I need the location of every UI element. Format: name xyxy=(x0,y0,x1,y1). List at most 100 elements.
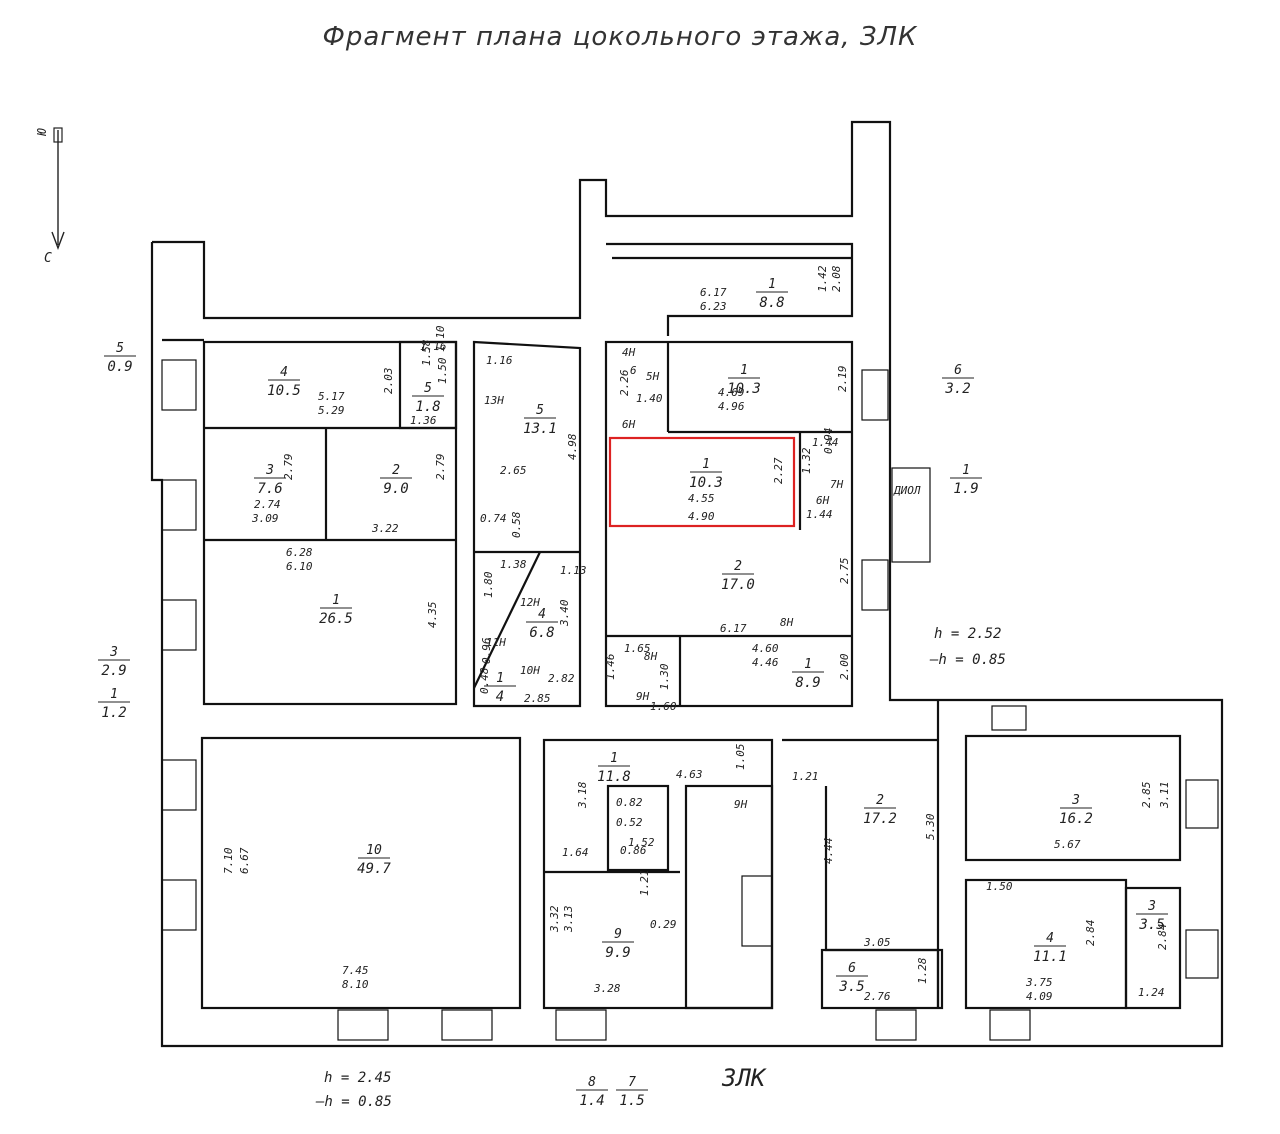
dimension-label: 2.84 xyxy=(1084,920,1097,947)
dimension-label: 2.79 xyxy=(434,454,447,481)
dimension-label: 2.82 xyxy=(548,672,575,685)
height-label-left: h = 2.45 xyxy=(324,1070,391,1086)
dimension-label: 2.08 xyxy=(830,265,843,292)
dimension-label: 4.90 xyxy=(688,510,715,523)
height-label-right: h = 2.52 xyxy=(934,626,1001,642)
dimension-label: 2.85 xyxy=(524,692,551,705)
dimension-label: 1.60 xyxy=(650,700,677,713)
dimension-label: 1.36 xyxy=(410,414,437,427)
room-area: 1.5 xyxy=(619,1093,644,1109)
dimension-label: 4.69 xyxy=(718,386,745,399)
room-area: 2.9 xyxy=(101,663,126,679)
room-label-r-6-low: 63.5 xyxy=(836,961,868,995)
room-label-r-5-corr: 513.1 xyxy=(523,403,557,437)
room-area: 1.8 xyxy=(415,399,440,415)
dimension-label: 0.58 xyxy=(510,511,523,538)
room-number: 1 xyxy=(610,751,618,766)
room-label-r-1-big: 126.5 xyxy=(319,593,353,627)
room-area: 4 xyxy=(496,689,504,705)
room-area: 49.7 xyxy=(357,861,391,877)
plan-title: Фрагмент плана цокольного этажа, ЗЛК xyxy=(322,22,918,52)
room-number: 4 xyxy=(538,607,546,622)
dimension-label: 1.24 xyxy=(1138,986,1165,999)
room-area: 11.8 xyxy=(597,769,631,785)
room-label-r-3-low: 316.2 xyxy=(1059,793,1093,827)
room-area: 8.8 xyxy=(759,295,784,311)
dimension-label: 1.40 xyxy=(636,392,663,405)
dimension-label: 3.05 xyxy=(863,936,891,949)
dimension-label: 2.00 xyxy=(838,653,851,680)
room-area: 6.8 xyxy=(529,625,554,641)
room-number: 3 xyxy=(265,463,274,478)
room-number: 2 xyxy=(876,793,884,808)
dimension-label: 3.75 xyxy=(1025,976,1053,989)
dimension-label: 6.23 xyxy=(700,300,727,313)
dimension-label: 1.13 xyxy=(560,564,587,577)
dimension-label: 5.29 xyxy=(318,404,345,417)
room-number: 4 xyxy=(280,365,288,380)
room-area: 3.5 xyxy=(838,979,864,995)
room-number: 9 xyxy=(614,927,622,942)
dimension-label: 1.32 xyxy=(800,447,813,474)
room-label-r-1-mid: 18.9 xyxy=(792,657,824,691)
dimension-label: 5.30 xyxy=(924,813,937,840)
dimension-label: 1.50 xyxy=(986,880,1013,893)
dimension-label: 3.28 xyxy=(593,982,621,995)
dimension-label: 13Н xyxy=(484,394,504,407)
dimension-label: 4.35 xyxy=(426,602,439,629)
dimension-label: 0.52 xyxy=(616,816,643,829)
room-number: 1 xyxy=(740,363,748,378)
dimension-label: 4.60 xyxy=(752,642,779,655)
room-number: 1 xyxy=(332,593,340,608)
dimension-label: 5.67 xyxy=(1054,838,1081,851)
room-area: 10.5 xyxy=(267,383,301,399)
dimension-label: 1.44 xyxy=(812,436,839,449)
dimension-label: 2.85 xyxy=(1140,782,1153,809)
dimension-label: 6Н xyxy=(622,418,636,431)
dimension-label: 1.10 xyxy=(434,325,447,352)
dimension-label: 4Н xyxy=(622,346,636,359)
room-label-r-4-diag: 46.8 xyxy=(526,607,558,641)
room-area: 16.2 xyxy=(1059,811,1093,827)
room-area: 17.2 xyxy=(863,811,897,827)
room-label-r-7-out: 71.5 xyxy=(616,1075,648,1109)
room-number: 7 xyxy=(628,1075,636,1090)
dimension-label: 2.19 xyxy=(836,366,849,393)
dimension-label: 9Н xyxy=(636,690,650,703)
highlighted-room xyxy=(608,436,796,528)
dimension-label: 2.03 xyxy=(382,368,395,395)
entrance-label: ЗЛК xyxy=(721,1064,767,1092)
dimension-label: 4.46 xyxy=(752,656,779,669)
room-label-r-2-mid: 217.0 xyxy=(721,559,755,593)
room-area: 8.9 xyxy=(795,675,820,691)
room-number: 4 xyxy=(1046,931,1054,946)
dimension-label: 8Н xyxy=(644,650,658,663)
room-number: 8 xyxy=(588,1075,596,1090)
room-area: 10.3 xyxy=(689,475,723,491)
dimension-label: 8Н xyxy=(780,616,794,629)
room-area: 13.1 xyxy=(523,421,557,437)
dimension-label: 2.74 xyxy=(254,498,281,511)
dimension-label: 8.10 xyxy=(342,978,369,991)
dimension-label: 2.84 xyxy=(1156,924,1169,951)
neg-height-label-left: –h = 0.85 xyxy=(315,1094,392,1110)
room-area: 7.6 xyxy=(257,481,282,497)
room-number: 10 xyxy=(366,843,382,858)
dimension-label: 1.16 xyxy=(420,340,447,353)
dimension-label: 0.48 xyxy=(478,667,491,694)
room-area: 17.0 xyxy=(721,577,755,593)
room-label-r-6-out: 63.2 xyxy=(942,363,974,397)
room-label-r-5-out: 50.9 xyxy=(104,341,136,375)
dimension-label: 3.13 xyxy=(562,906,575,934)
room-number: 2 xyxy=(392,463,400,478)
room-number: 6 xyxy=(954,363,962,378)
room-number: 5 xyxy=(424,381,432,396)
dimension-label: 7.45 xyxy=(342,964,369,977)
dimension-label: 5Н xyxy=(646,370,660,383)
dimension-label: 2.75 xyxy=(838,558,851,585)
dimension-label: 6.17 xyxy=(720,622,747,635)
room-number: 1 xyxy=(962,463,970,478)
dimension-label: 9Н xyxy=(734,798,748,811)
